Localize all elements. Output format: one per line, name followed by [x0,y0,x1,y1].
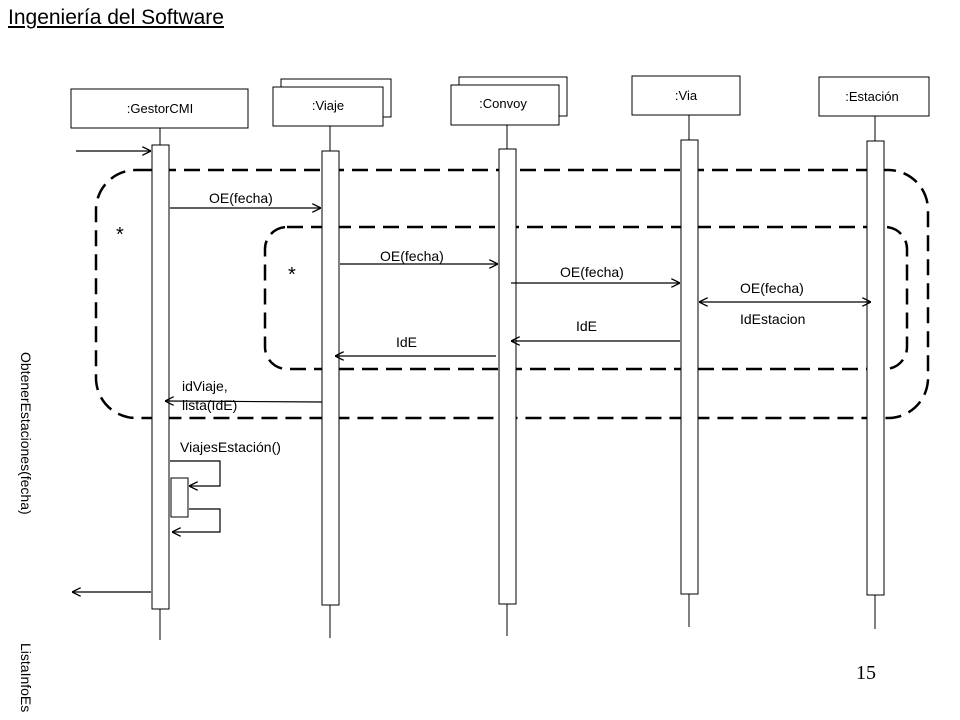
lifeline-convoy-label: :Convoy [479,96,527,111]
operation-label-obtener-estaciones: ObtenerEstaciones(fecha) [18,352,34,515]
lifeline-gestorcmi: :GestorCMI [70,88,249,640]
activation-gestorcmi [151,144,170,610]
lifeline-gestorcmi-label: :GestorCMI [127,101,193,116]
return-ide-via-convoy-label: IdE [576,318,597,334]
return-viaje-gestor [165,401,323,402]
return-idestacion-label: IdEstacion [740,311,805,327]
self-call-arrow-back [172,508,221,532]
activation-convoy [498,148,517,605]
activation-via [680,139,699,595]
lifeline-estacion: :Estación [818,76,930,629]
lifeline-via: :Via [631,75,741,627]
activation-viaje [321,150,340,606]
page-title: Ingeniería del Software [8,6,224,29]
operation-label-lista-info: ListaInfoEs [18,643,34,713]
return-viaje-gestor-label-line2: lista(IdE) [182,397,237,413]
activation-estacion [866,140,885,596]
message-oe-via-estacion-label: OE(fecha) [740,280,804,296]
self-call-arrow-out [170,460,221,486]
return-viaje-gestor-label-line1: idViaje, [182,378,228,394]
self-call-label: ViajesEstación() [180,439,281,455]
outer-loop-marker: * [116,224,124,246]
message-oe-gestor-viaje-label: OE(fecha) [209,190,273,206]
page-number: 15 [856,662,876,684]
message-oe-viaje-convoy-label: OE(fecha) [380,248,444,264]
lifeline-viaje: :Viaje [272,78,392,638]
inner-loop-marker: * [288,264,296,286]
lifeline-viaje-label: :Viaje [312,98,344,113]
message-oe-convoy-via-label: OE(fecha) [560,264,624,280]
return-ide-convoy-viaje-label: IdE [396,334,417,350]
inner-loop-frame [263,225,909,371]
self-call-activation [170,477,189,518]
lifeline-estacion-label: :Estación [845,89,898,104]
lifeline-convoy: :Convoy [450,76,568,636]
lifeline-via-label: :Via [675,88,698,103]
